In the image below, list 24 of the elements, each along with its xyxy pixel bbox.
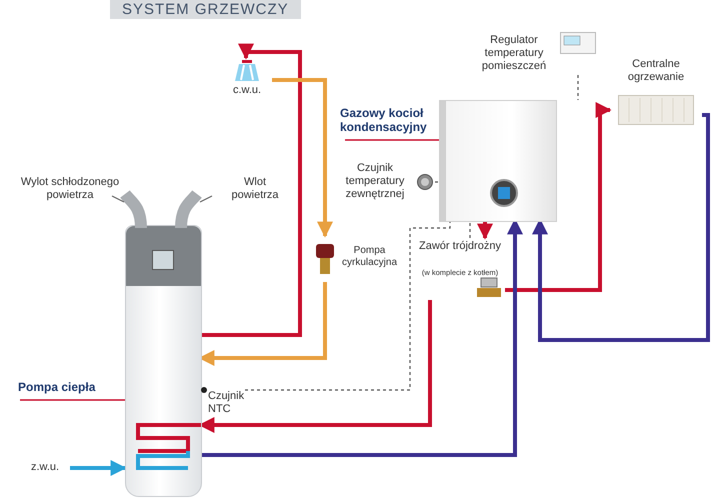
callout-label: Gazowy kocioł kondensacyjny <box>340 106 428 134</box>
title: SYSTEM GRZEWCZY <box>110 0 301 19</box>
signal-wire <box>245 220 451 391</box>
pipe <box>477 220 493 240</box>
pipe <box>200 44 302 337</box>
node-label: Czujnik temperatury zewnętrznej <box>344 162 406 201</box>
node-label: Czujnik NTC <box>208 390 246 416</box>
pipe <box>70 460 127 476</box>
signal-wire <box>577 75 579 100</box>
callout-label: Pompa ciepła <box>18 380 96 394</box>
node-label: Zawór trójdrożny <box>418 240 502 253</box>
part-label: Wylot schłodzonego powietrza <box>20 176 120 202</box>
part-label: Wlot powietrza <box>230 176 280 202</box>
node-label: Regulator temperatury pomieszczeń <box>480 34 548 73</box>
leader-line <box>20 399 125 401</box>
node-label: Centralne ogrzewanie <box>626 58 686 84</box>
node-label: c.w.u. <box>232 84 262 97</box>
heat-pump-tank <box>125 225 202 497</box>
pipe <box>532 113 710 342</box>
pipe <box>505 102 612 292</box>
node-label: Pompa cyrkulacyjna <box>340 245 398 269</box>
node-label: z.w.u. <box>30 461 60 474</box>
pipe <box>272 78 333 238</box>
signal-wire <box>469 220 471 238</box>
